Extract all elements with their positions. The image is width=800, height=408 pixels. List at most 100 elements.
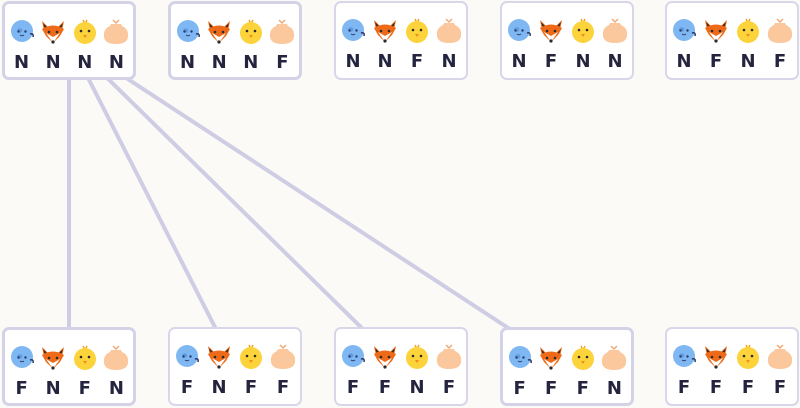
state-icons [5,15,133,47]
state-letter: F [773,50,787,72]
chick-icon [737,18,759,43]
state-letter: F [180,376,194,398]
fox-icon [705,346,727,369]
state-letter: N [45,377,61,399]
state-letter: F [346,376,360,398]
chick-icon [239,19,262,44]
earth-icon [176,20,200,42]
state-letter: N [345,50,361,72]
state-letter: N [77,51,93,73]
sack-icon [436,18,462,43]
state-letter: N [606,377,622,399]
state-letter: F [244,376,258,398]
state-letter: F [709,50,723,72]
earth-icon [508,346,532,368]
state-letter: F [15,377,28,399]
earth-icon [176,345,199,367]
chick-icon [737,344,759,369]
state-letter: F [78,377,91,399]
sack-icon [767,18,793,43]
earth-icon [342,345,365,367]
state-letter: N [108,377,124,399]
state-icons [667,340,797,372]
state-icons [170,340,300,372]
state-icons [171,15,299,47]
state-icons [503,341,631,373]
chick-icon [406,18,428,43]
state-letter: F [544,50,558,72]
state-letter: N [211,376,227,398]
earth-icon [673,19,696,41]
state-letter: F [378,376,392,398]
state-letter: F [576,377,589,399]
state-letter: F [442,376,456,398]
fox-icon [208,346,230,369]
state-letter: N [676,50,692,72]
sack-icon [767,344,793,369]
earth-icon [508,19,531,41]
fox-icon [42,21,65,44]
state-letter: F [773,376,787,398]
sack-icon [436,344,462,369]
state-icons [5,341,133,373]
state-letter: N [180,51,196,73]
state-letter: F [410,50,424,72]
state-icons [336,14,466,46]
state-icons [667,14,797,46]
state-letter: N [108,51,124,73]
chick-icon [572,18,594,43]
chick-icon [73,345,96,370]
fox-icon [374,346,396,369]
state-letter: F [276,376,290,398]
chick-icon [571,345,594,370]
state-letter: N [575,50,591,72]
earth-icon [10,346,34,368]
state-letter: N [607,50,623,72]
state-letter: F [545,377,558,399]
state-letter: F [276,51,289,73]
fox-icon [374,20,396,43]
earth-icon [673,345,696,367]
edge-nnnn-ffnf [67,38,403,369]
chick-icon [73,19,96,44]
fox-icon [540,20,562,43]
edge-nnnn-fffn [67,38,569,369]
state-letter: N [377,50,393,72]
state-icons [336,340,466,372]
sack-icon [270,344,296,369]
sack-icon [104,345,129,370]
state-letter: N [511,50,527,72]
state-letter: F [677,376,691,398]
sack-icon [104,19,129,44]
state-letter: F [741,376,755,398]
earth-icon [10,20,34,42]
fox-icon [705,20,727,43]
state-letter: N [409,376,425,398]
state-letter: F [709,376,723,398]
state-icons [502,14,632,46]
state-letter: N [243,51,259,73]
fox-icon [208,21,231,44]
state-letter: N [211,51,227,73]
sack-icon [602,345,627,370]
chick-icon [240,344,262,369]
